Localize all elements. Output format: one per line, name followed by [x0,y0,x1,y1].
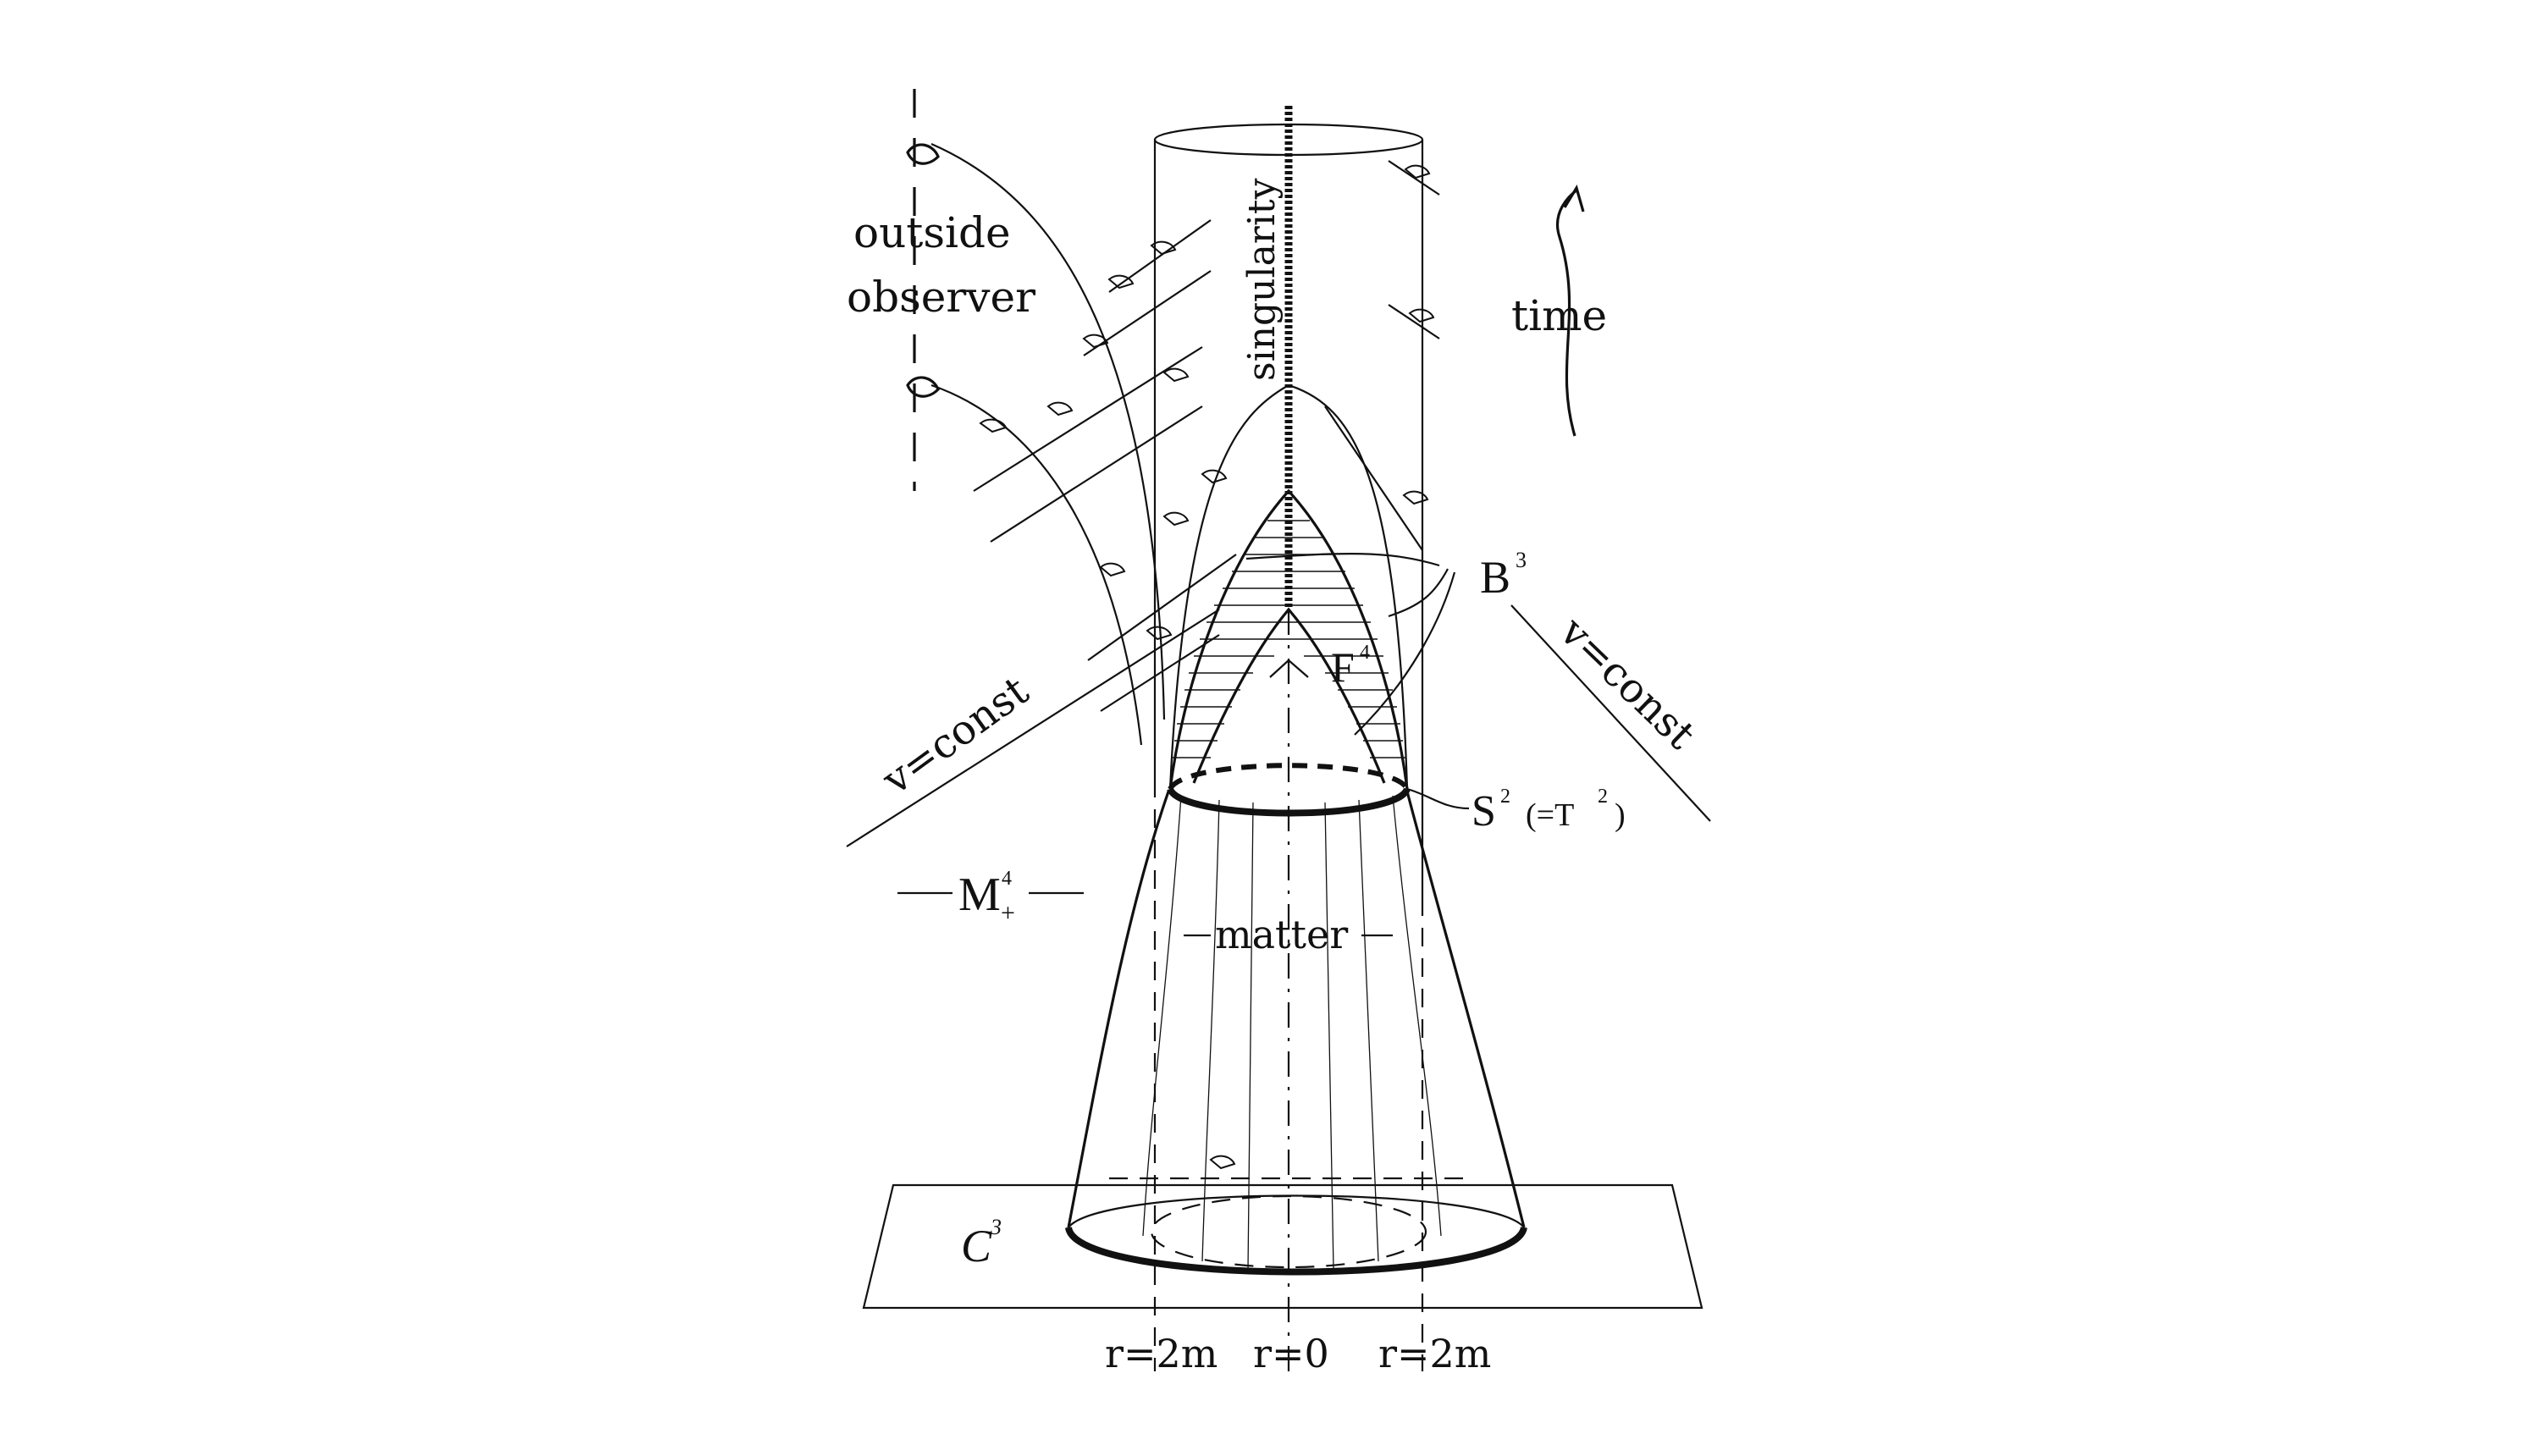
matter-cone-base-front [1065,1226,1527,1276]
r-2m-right-label: r=2m [1378,1331,1491,1376]
m4-superscript: 4 [1002,868,1012,890]
v-const-lines-right [1324,160,1711,822]
b3-pointer-3 [1354,571,1456,736]
f4-superscript: 4 [1360,642,1370,664]
light-ray-2 [930,383,1143,746]
matter-label: matter [1215,912,1348,957]
m4-subscript: + [1001,899,1015,927]
t2-close-label: ) [1615,797,1626,833]
r-0-label: r=0 [1253,1331,1329,1376]
b3-superscript: 3 [1516,548,1527,572]
observer-label: observer [847,273,1035,322]
t2-open-label: (=T [1526,797,1574,833]
cone-generators [1142,795,1442,1271]
initial-hypersurface-plane [862,1183,1703,1310]
matter-cone-base-back [1068,1194,1525,1228]
matter-cone-left [1067,791,1170,1228]
v-const-left-label: v=const [873,667,1037,804]
f4-label: F [1331,643,1355,691]
light-cone-glyphs [979,164,1435,1170]
b3-hatching [1172,520,1405,758]
b3-pointer-2 [1388,568,1449,618]
f4-inner-chevron [1269,659,1309,678]
time-arrow-head [1563,185,1585,212]
v-const-lines-left [846,219,1237,847]
time-arrow [1556,189,1577,437]
singularity-label: singularity [1240,178,1284,381]
time-label: time [1511,291,1607,340]
horizon-null-curve-left [1168,384,1289,790]
trapped-surface-front [1167,786,1411,817]
inner-dashed-ellipse [1150,1194,1427,1269]
b3-label: B [1480,552,1510,603]
outside-label: outside [853,208,1011,257]
c3-superscript: 3 [990,1215,1002,1239]
s2-label: S [1472,787,1496,836]
m4-label: M [958,869,1001,921]
horizon-null-curve-right [1288,383,1409,790]
r-2m-left-label: r=2m [1105,1331,1218,1376]
v-const-right-label: v=const [1550,608,1704,758]
s2-pointer [1406,787,1470,810]
b3-pointer-1 [1245,553,1440,567]
c3-label: C [961,1221,992,1271]
observer-eye-bottom [906,376,940,398]
light-ray-1 [930,142,1166,720]
s2-superscript: 2 [1500,786,1510,808]
f4-region-outline [1192,607,1386,784]
observer-eye-top [906,143,940,165]
t2-superscript: 2 [1598,786,1608,808]
matter-cone-right [1405,791,1526,1228]
